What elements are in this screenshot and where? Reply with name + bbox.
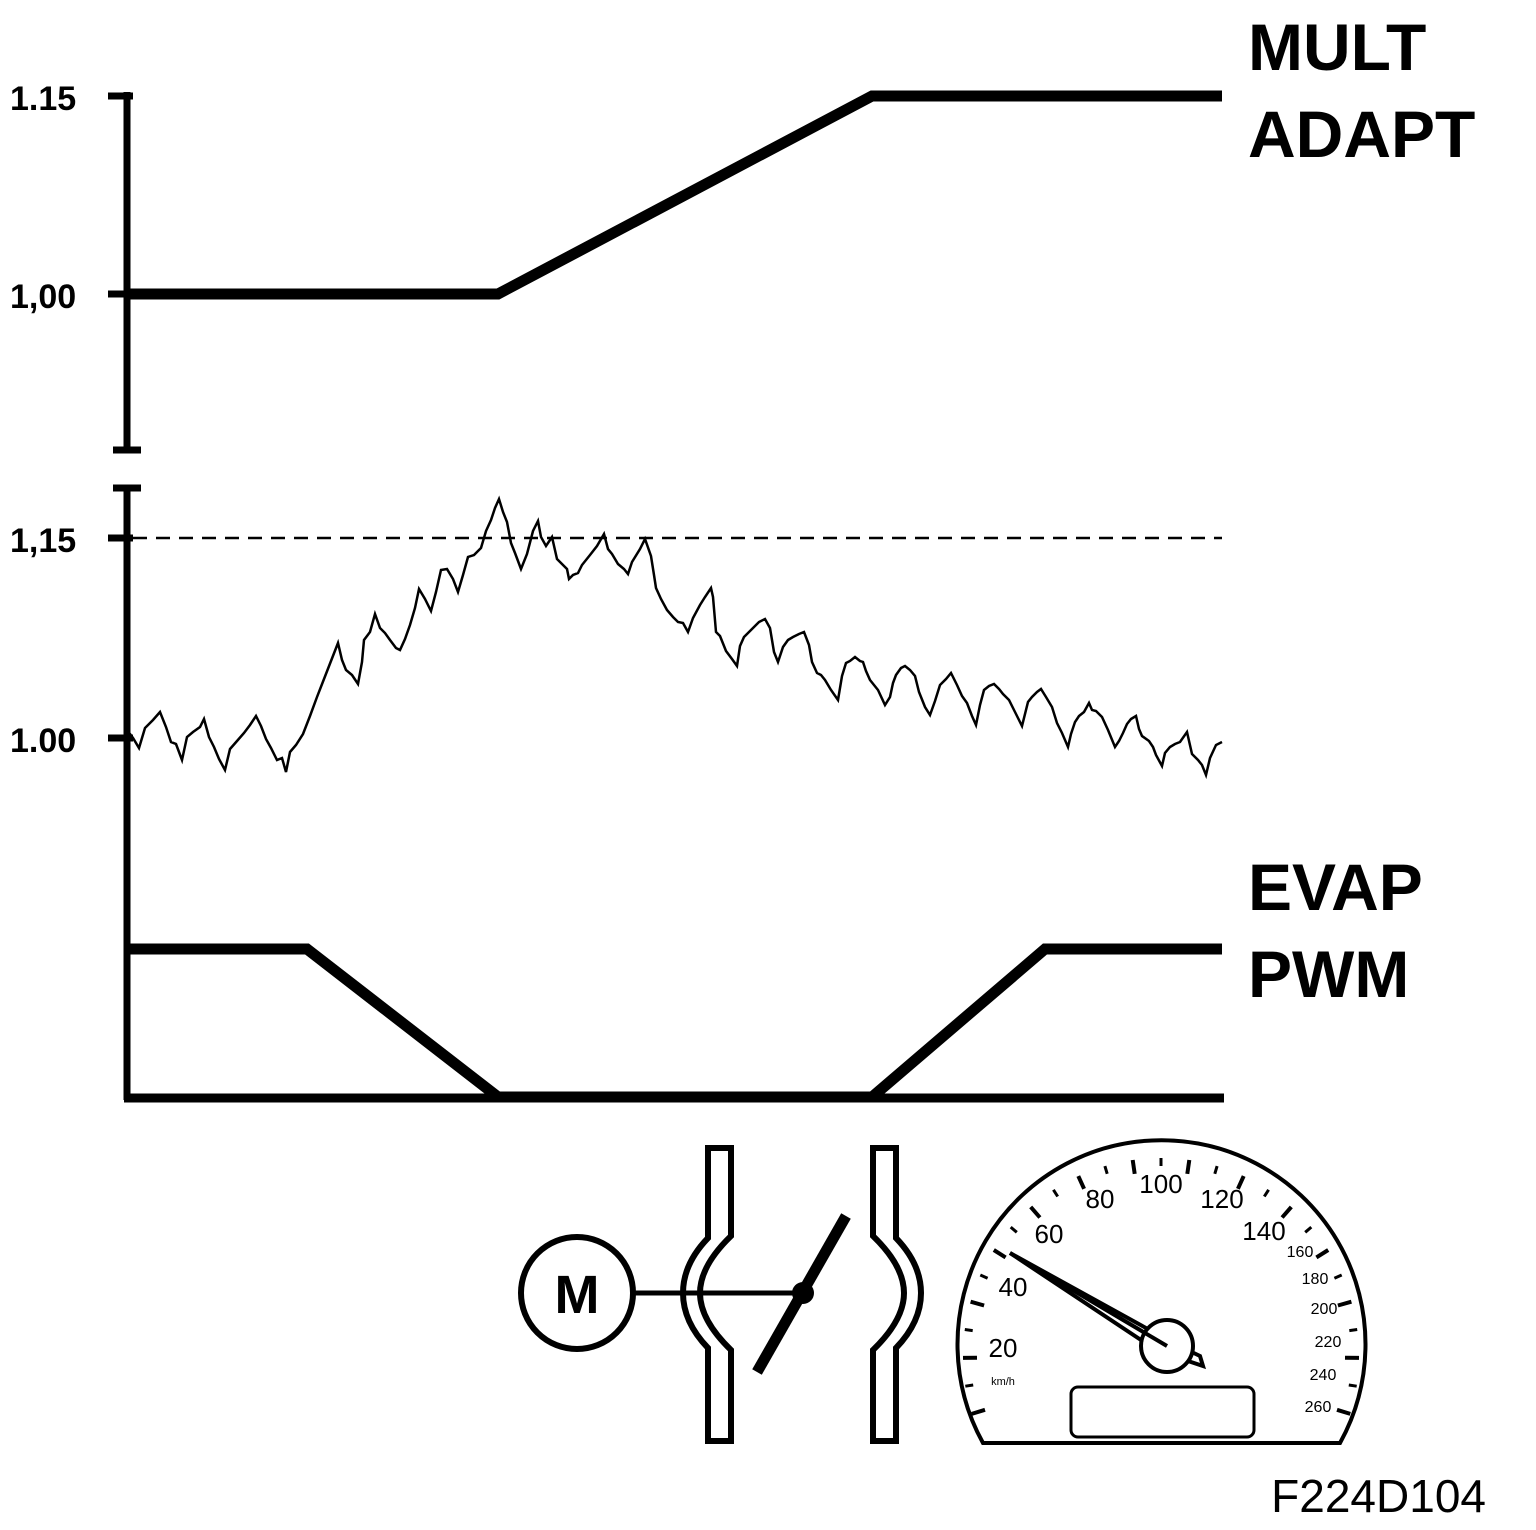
speed-label-80: 80 xyxy=(1086,1184,1115,1214)
speed-label-180: 180 xyxy=(1302,1271,1329,1288)
needle-center-line xyxy=(1008,1251,1169,1348)
speed-label-260: 260 xyxy=(1305,1399,1332,1416)
mult-adapt-curve xyxy=(127,90,1222,300)
speedometer-tick xyxy=(1009,1225,1018,1234)
throttle-body: M xyxy=(518,1145,925,1444)
speedometer-tick xyxy=(1263,1188,1270,1198)
speedometer-tick xyxy=(992,1248,1007,1260)
speedometer: 20 40 60 80 100 120 140 160 180 200 220 … xyxy=(955,1138,1368,1445)
evap-pwm-curve xyxy=(127,943,1222,1103)
speedometer-tick xyxy=(1336,1407,1351,1416)
speed-label-240: 240 xyxy=(1310,1367,1337,1384)
motor-label: M xyxy=(555,1265,600,1325)
speed-label-220: 220 xyxy=(1315,1334,1342,1351)
mid-tick-label-high: 1,15 xyxy=(10,522,76,560)
speedometer-outline xyxy=(955,1138,1368,1445)
throttle-pivot xyxy=(792,1282,814,1304)
speedometer-tick xyxy=(1337,1299,1352,1308)
speedometer-tick xyxy=(1103,1165,1109,1175)
speedometer-tick xyxy=(1213,1165,1219,1175)
throttle-wall-right xyxy=(870,1145,925,1444)
evap-pwm-label-line1: EVAP xyxy=(1248,850,1423,924)
speed-label-40: 40 xyxy=(999,1272,1028,1302)
speedometer-tick xyxy=(1348,1383,1357,1388)
speed-label-200: 200 xyxy=(1311,1301,1338,1318)
speedometer-tick xyxy=(979,1273,989,1280)
speed-label-20: 20 xyxy=(989,1333,1018,1363)
speedometer-tick xyxy=(971,1407,986,1416)
throttle-wall-left xyxy=(679,1145,734,1444)
lambda-signal-trace xyxy=(126,495,1223,780)
mult-adapt-panel: 1.15 1,00 MULT ADAPT xyxy=(10,10,1475,454)
top-tick-label-high: 1.15 xyxy=(10,80,76,118)
speed-label-140: 140 xyxy=(1242,1216,1285,1246)
top-tick-label-low: 1,00 xyxy=(10,278,76,316)
speedometer-tick xyxy=(1315,1248,1330,1260)
speedometer-tick xyxy=(965,1383,974,1388)
speedometer-ticks xyxy=(962,1158,1360,1416)
signal-panel: 1,15 1.00 xyxy=(10,484,1223,1100)
evap-pwm-panel: EVAP PWM xyxy=(124,850,1423,1103)
speedometer-tick xyxy=(1185,1159,1192,1175)
speed-unit-label: km/h xyxy=(991,1376,1015,1388)
speed-label-60: 60 xyxy=(1035,1219,1064,1249)
speedometer-tick xyxy=(1304,1225,1313,1234)
speedometer-tick xyxy=(1349,1328,1358,1333)
speedometer-tick xyxy=(1280,1205,1293,1219)
speedometer-tick xyxy=(1236,1175,1246,1190)
speedometer-tick xyxy=(1130,1159,1137,1175)
speedometer-tick xyxy=(1333,1273,1343,1280)
speed-label-160: 160 xyxy=(1287,1244,1314,1261)
odometer-display xyxy=(1069,1385,1256,1439)
speedometer-tick xyxy=(1029,1205,1042,1219)
speedometer-tick xyxy=(1052,1188,1059,1198)
speed-label-100: 100 xyxy=(1139,1169,1182,1199)
evap-pwm-label-line2: PWM xyxy=(1248,937,1409,1011)
speedometer-tick xyxy=(1076,1175,1086,1190)
figure-id: F224D104 xyxy=(1271,1470,1486,1522)
mult-adapt-label-line1: MULT xyxy=(1248,10,1426,84)
speedometer-tick xyxy=(964,1328,973,1333)
speedometer-tick xyxy=(970,1299,985,1308)
mult-adapt-label-line2: ADAPT xyxy=(1248,97,1475,171)
mid-tick-label-low: 1.00 xyxy=(10,722,76,760)
speed-label-120: 120 xyxy=(1200,1184,1243,1214)
